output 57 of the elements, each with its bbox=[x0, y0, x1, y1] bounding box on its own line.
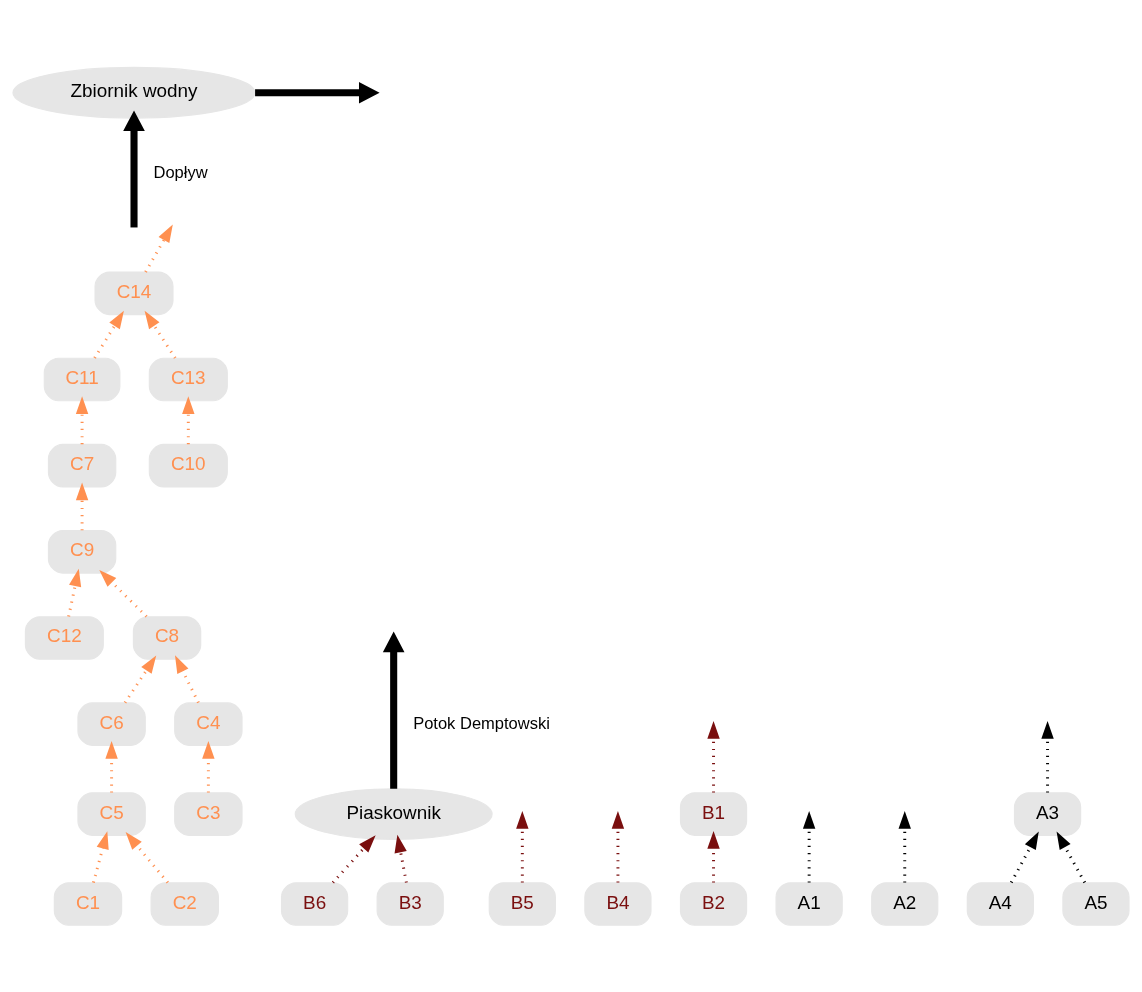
node-box: C13 bbox=[148, 357, 228, 401]
arrow bbox=[182, 395, 195, 444]
arrow bbox=[202, 740, 215, 793]
node-box: C6 bbox=[77, 701, 146, 746]
arrow bbox=[144, 224, 173, 273]
node-box: C1 bbox=[53, 881, 123, 926]
arrow bbox=[75, 481, 89, 530]
node-box: C7 bbox=[47, 443, 117, 487]
arrow bbox=[125, 831, 169, 883]
arrow bbox=[707, 830, 720, 883]
node-box: C9 bbox=[47, 529, 117, 574]
arrow bbox=[1010, 831, 1039, 883]
node-box: B4 bbox=[584, 881, 652, 926]
arrow bbox=[92, 830, 109, 883]
arrow bbox=[99, 569, 148, 618]
node-box: C3 bbox=[174, 791, 243, 836]
arrow bbox=[707, 720, 720, 793]
arrow bbox=[123, 109, 145, 227]
node-box: C10 bbox=[148, 443, 228, 487]
node-box: B3 bbox=[376, 881, 444, 926]
node-box: B6 bbox=[280, 881, 349, 926]
node-box: A5 bbox=[1062, 881, 1130, 926]
arrow bbox=[105, 740, 118, 793]
arrow bbox=[394, 834, 408, 883]
node-box: A2 bbox=[871, 881, 939, 926]
arrow bbox=[123, 655, 157, 703]
arrow bbox=[144, 310, 177, 359]
node-box: B1 bbox=[679, 791, 748, 836]
node-box: A3 bbox=[1013, 791, 1082, 836]
node-ellipse: Piaskownik bbox=[294, 787, 493, 840]
arrow bbox=[1056, 831, 1086, 883]
node-box: C12 bbox=[24, 615, 104, 660]
arrow bbox=[75, 395, 89, 444]
node-box: C4 bbox=[174, 701, 243, 746]
arrow bbox=[67, 568, 82, 617]
arrow bbox=[611, 810, 625, 883]
node-box: A1 bbox=[775, 881, 843, 926]
node-box: C14 bbox=[94, 271, 174, 315]
arrow bbox=[802, 810, 816, 883]
arrow bbox=[382, 631, 405, 789]
arrow bbox=[255, 81, 380, 104]
edge-label: Potok Demptowski bbox=[413, 713, 550, 733]
arrow bbox=[516, 810, 529, 883]
arrow bbox=[93, 310, 124, 359]
node-box: C2 bbox=[150, 881, 219, 926]
node-ellipse: Zbiornik wodny bbox=[12, 66, 256, 119]
arrow bbox=[331, 834, 376, 884]
arrow bbox=[175, 654, 200, 703]
node-box: A4 bbox=[966, 881, 1034, 926]
node-box: C8 bbox=[132, 615, 202, 660]
node-box: C11 bbox=[43, 357, 121, 401]
edge-label: Dopływ bbox=[153, 162, 208, 182]
arrow bbox=[898, 810, 911, 883]
node-box: B5 bbox=[488, 881, 556, 926]
node-box: B2 bbox=[679, 881, 748, 926]
node-box: C5 bbox=[77, 791, 146, 836]
arrow bbox=[1041, 720, 1054, 793]
